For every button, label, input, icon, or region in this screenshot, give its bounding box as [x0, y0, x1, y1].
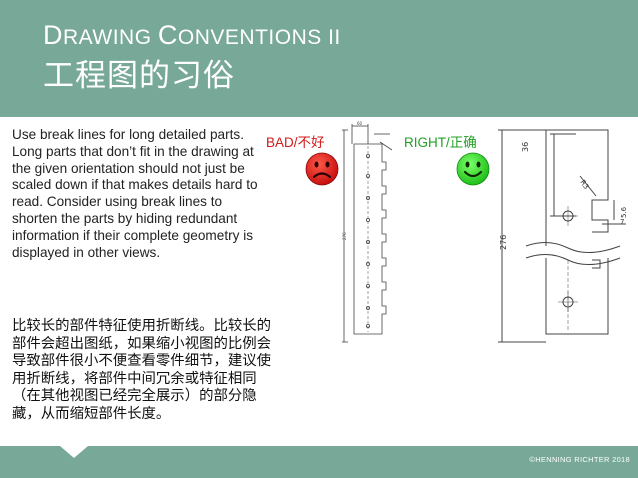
right-radius-dimension: R3: [578, 179, 590, 191]
bad-top-dimension: 60: [357, 121, 363, 126]
footer-notch: [60, 446, 88, 458]
bad-total-dimension: 276: [342, 232, 347, 240]
sad-face-icon: [305, 152, 339, 186]
bad-example-drawing: 60 276: [342, 121, 393, 343]
body-text-english: Use break lines for long detailed parts.…: [12, 127, 258, 260]
right-slot-height-dimension: 5.6: [620, 206, 628, 218]
copyright-text: ©HENNING RICHTER 2018: [529, 455, 630, 464]
body-text-chinese: 比较长的部件特征使用折断线。比较长的部件会超出图纸，如果缩小视图的比例会导致部件…: [12, 318, 272, 422]
right-top-dimension: 36: [521, 142, 530, 152]
right-example-label: RIGHT/正确: [404, 135, 477, 150]
happy-face-icon: [456, 152, 490, 186]
right-slot-width-dimension: 7: [620, 218, 624, 226]
right-total-dimension: 276: [499, 235, 508, 250]
slide-title-english: DRAWING CONVENTIONS II: [43, 20, 341, 50]
slide-title-chinese: 工程图的习俗: [43, 58, 235, 94]
bad-example-label: BAD/不好: [266, 135, 325, 150]
footer-band: [0, 446, 638, 478]
title-band: DRAWING CONVENTIONS II 工程图的习俗: [0, 0, 638, 117]
right-example-drawing: 36 276 R3 5.6 7: [498, 129, 628, 343]
